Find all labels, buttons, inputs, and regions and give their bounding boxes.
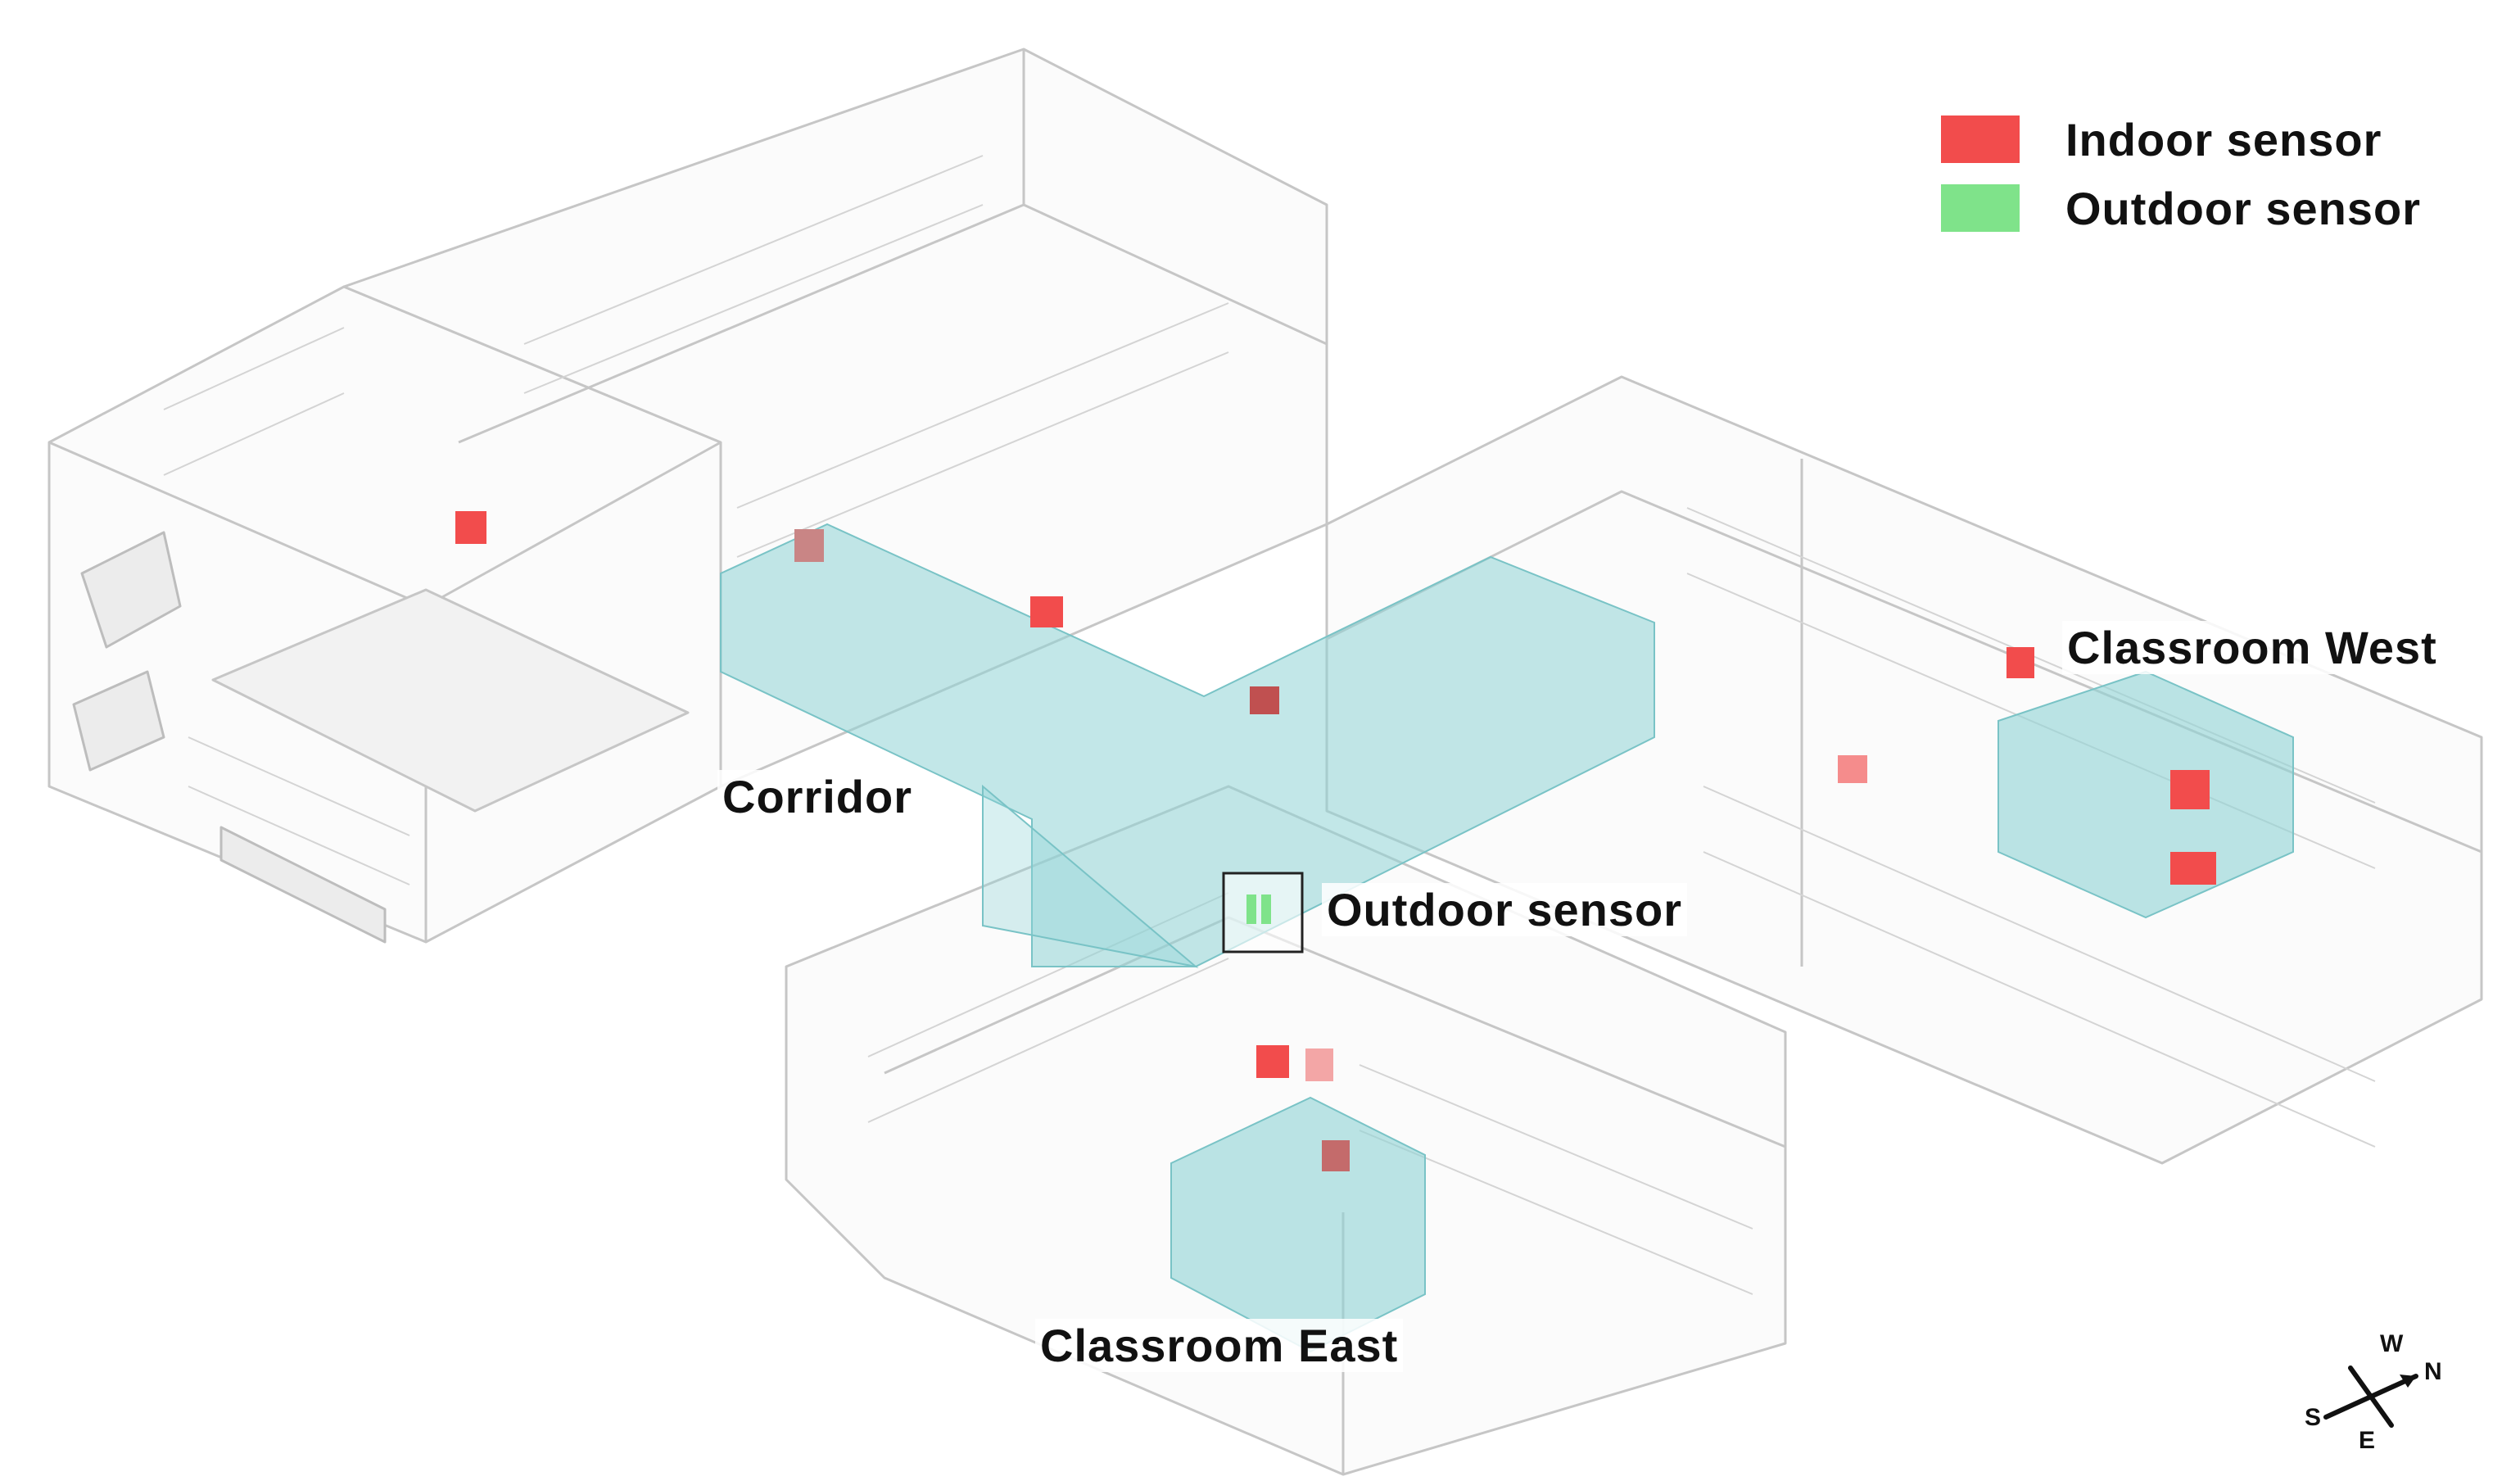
compass-n: N [2424, 1358, 2442, 1385]
legend-label-outdoor: Outdoor sensor [2065, 182, 2422, 234]
outdoor-swatch [1941, 184, 2020, 232]
indoor-sensor-marker [794, 529, 824, 562]
compass: N S E W [2293, 1327, 2457, 1458]
outdoor-sensor-marker [1222, 872, 1304, 953]
indoor-sensor-marker [1838, 755, 1867, 783]
indoor-sensor-marker [455, 511, 486, 544]
compass-w: W [2380, 1330, 2404, 1357]
indoor-swatch [1941, 115, 2020, 163]
compass-arrows-icon [2323, 1366, 2418, 1428]
indoor-sensor-marker [1250, 686, 1279, 714]
label-classroom-west: Classroom West [2062, 621, 2442, 674]
indoor-sensor-marker [1030, 596, 1063, 627]
compass-e: E [2359, 1427, 2376, 1454]
indoor-sensor-marker [2170, 852, 2216, 885]
indoor-sensor-marker [2006, 647, 2034, 678]
indoor-sensor-marker [2170, 770, 2210, 809]
legend-item-outdoor: Outdoor sensor [1941, 174, 2421, 242]
compass-s: S [2305, 1404, 2322, 1431]
zone-corridor-highlight [720, 523, 1655, 968]
indoor-sensor-markers [455, 511, 2216, 1171]
zone-classroom-east-highlight [1170, 1096, 1426, 1353]
indoor-sensor-marker [1322, 1140, 1350, 1171]
legend: Indoor sensor Outdoor sensor [1941, 105, 2421, 242]
legend-item-indoor: Indoor sensor [1941, 105, 2421, 174]
indoor-sensor-marker [1256, 1045, 1289, 1078]
label-classroom-east: Classroom East [1035, 1319, 1404, 1372]
legend-label-indoor: Indoor sensor [2065, 113, 2382, 165]
label-outdoor-sensor: Outdoor sensor [1322, 883, 1688, 936]
label-corridor: Corridor [717, 770, 917, 823]
indoor-sensor-marker [1305, 1048, 1333, 1081]
